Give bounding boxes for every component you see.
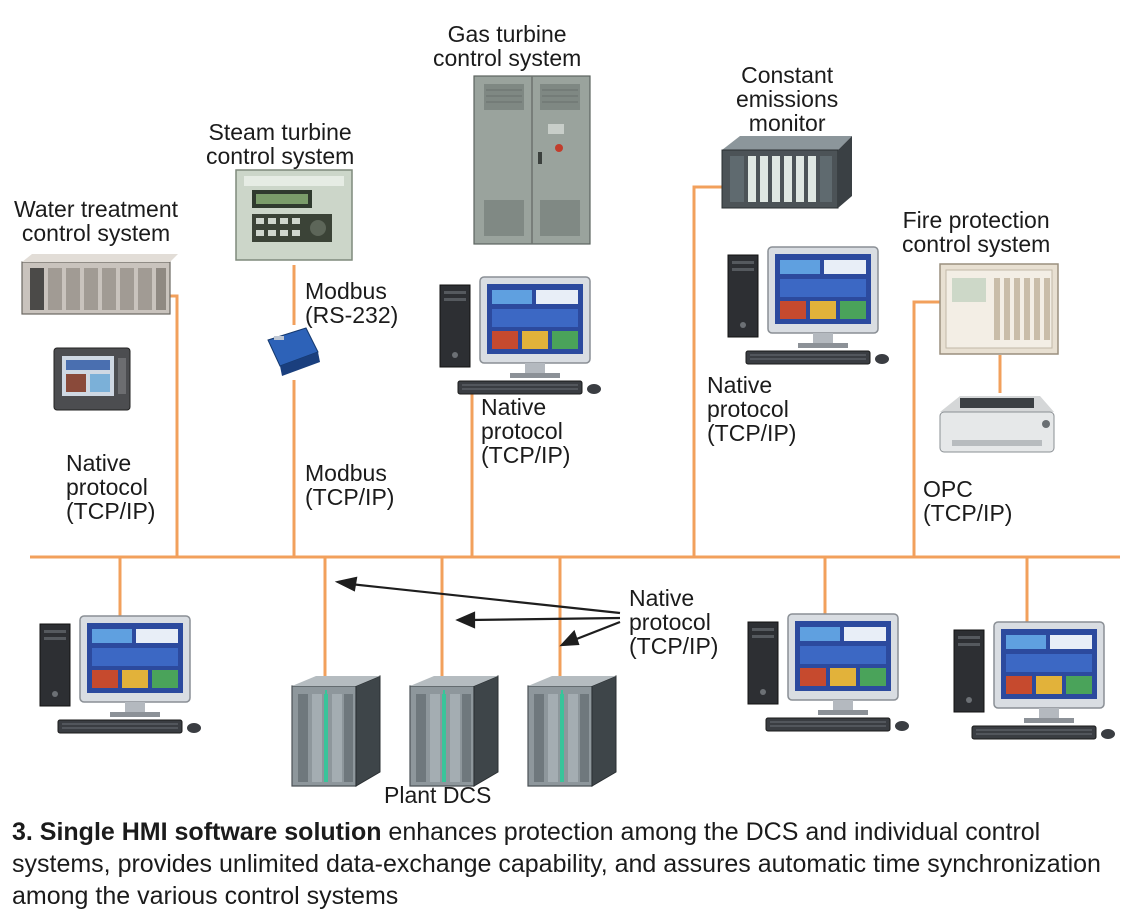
cem-hmi-workstation-icon bbox=[727, 246, 890, 365]
native-protocol-arrows bbox=[334, 576, 621, 647]
hmi-workstation-icon-2 bbox=[747, 613, 910, 732]
gas-turbine-cabinet-icon bbox=[473, 75, 591, 245]
network-bus bbox=[30, 185, 1120, 676]
fire-panel-icon bbox=[939, 263, 1059, 355]
hmi-workstation-icon-1 bbox=[39, 615, 202, 734]
dcs-cabinet-icon-1 bbox=[291, 675, 381, 787]
printer-icon bbox=[939, 396, 1055, 453]
steam-controller-icon bbox=[235, 169, 353, 261]
figure-caption: 3. Single HMI software solution enhances… bbox=[12, 816, 1122, 912]
opc-tcp-label: OPC(TCP/IP) bbox=[923, 476, 1013, 526]
cem-rack-icon bbox=[721, 136, 852, 209]
touch-panel-icon bbox=[53, 347, 131, 411]
caption-text: enhances protection among the DCS and in… bbox=[12, 818, 1101, 910]
modbus-rs232-label: Modbus(RS-232) bbox=[305, 278, 399, 328]
modbus-tcp-label: Modbus(TCP/IP) bbox=[305, 460, 395, 510]
gas-turbine-hmi-workstation-icon bbox=[439, 276, 602, 395]
plc-rack-icon bbox=[21, 254, 178, 315]
plant-dcs-label: Plant DCS bbox=[384, 782, 492, 808]
hmi-workstation-icon-3 bbox=[953, 621, 1116, 740]
dcs-cabinet-icon-2 bbox=[409, 675, 499, 787]
serial-converter-icon bbox=[267, 327, 320, 376]
dcs-cabinet-icon-3 bbox=[527, 675, 617, 787]
caption-bold: 3. Single HMI software solution bbox=[12, 818, 382, 846]
